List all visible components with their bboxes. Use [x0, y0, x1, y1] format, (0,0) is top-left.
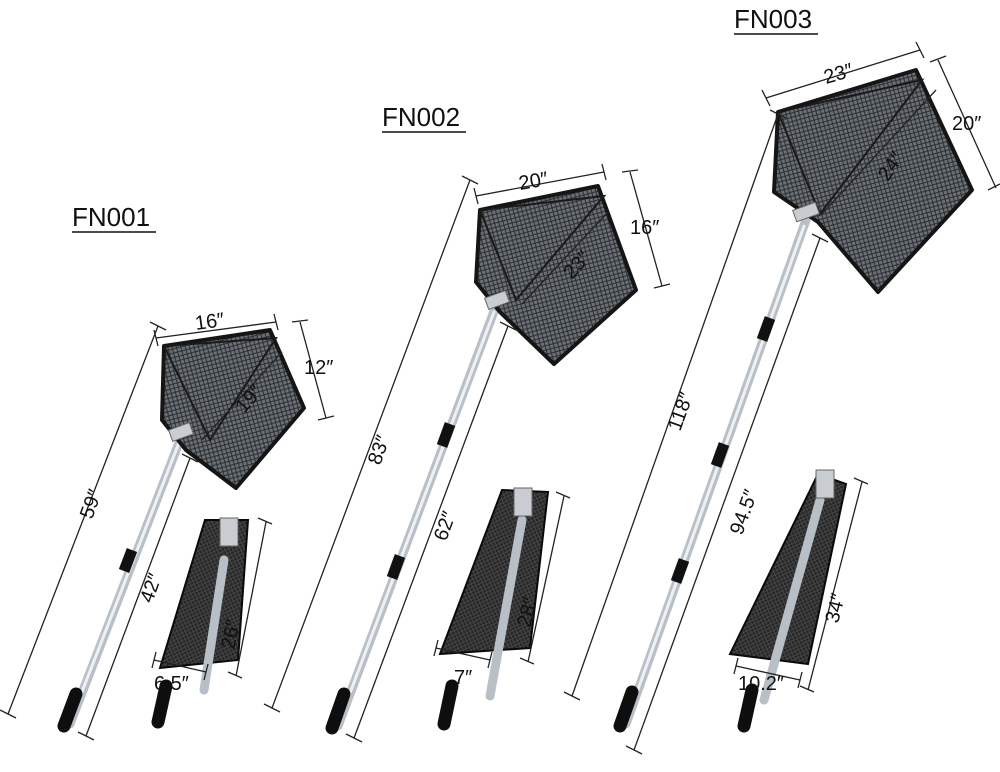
dim-folded-length-fn001: 26″ [217, 618, 245, 651]
dim-folded-width-fn001: 6.5″ [154, 673, 189, 695]
net-group-fn001: FN001 59″ 42″ 16″ 12″ 19″ [0, 202, 335, 741]
folded-net-fn003 [728, 469, 848, 733]
dim-hoop-depth-fn001: 12″ [304, 357, 333, 379]
extended-net-fn003 [613, 68, 974, 733]
dim-folded-width-fn002: 7″ [454, 667, 472, 689]
model-label-fn001: FN001 [72, 202, 150, 232]
dim-hoop-depth-fn002: 16″ [630, 217, 659, 239]
dim-hoop-width-fn001: 16″ [194, 309, 226, 335]
extended-net-fn002 [325, 184, 638, 735]
dim-extended-length-fn003: 118″ [664, 390, 698, 434]
folded-net-fn002 [437, 487, 550, 731]
dim-hoop-width-fn002: 20″ [517, 168, 550, 195]
net-group-fn003: FN003 118″ 94.5″ 23″ 20″ 24″ [563, 4, 1000, 755]
dim-extended-length-fn002: 83″ [364, 433, 395, 468]
model-label-fn003: FN003 [734, 4, 812, 34]
dim-handle-length-fn003: 94.5″ [726, 487, 762, 538]
net-hoop-fn001 [160, 328, 306, 490]
dim-extended-length-fn001: 59″ [76, 487, 107, 522]
model-label-fn002: FN002 [382, 102, 460, 132]
net-group-fn002: FN002 83″ 62″ 20″ 16″ 23″ [263, 102, 671, 743]
net-hoop-fn002 [474, 184, 638, 366]
extended-net-fn001 [57, 328, 306, 733]
dim-hoop-width-fn003: 23″ [821, 60, 855, 89]
dim-folded-length-fn003: 34″ [822, 591, 850, 625]
dim-folded-width-fn003: 10.2″ [738, 673, 784, 695]
dim-hoop-depth-fn003: 20″ [952, 113, 981, 135]
net-hoop-fn003 [772, 68, 974, 294]
dim-handle-length-fn001: 42″ [136, 571, 167, 606]
dim-handle-length-fn002: 62″ [430, 509, 461, 544]
